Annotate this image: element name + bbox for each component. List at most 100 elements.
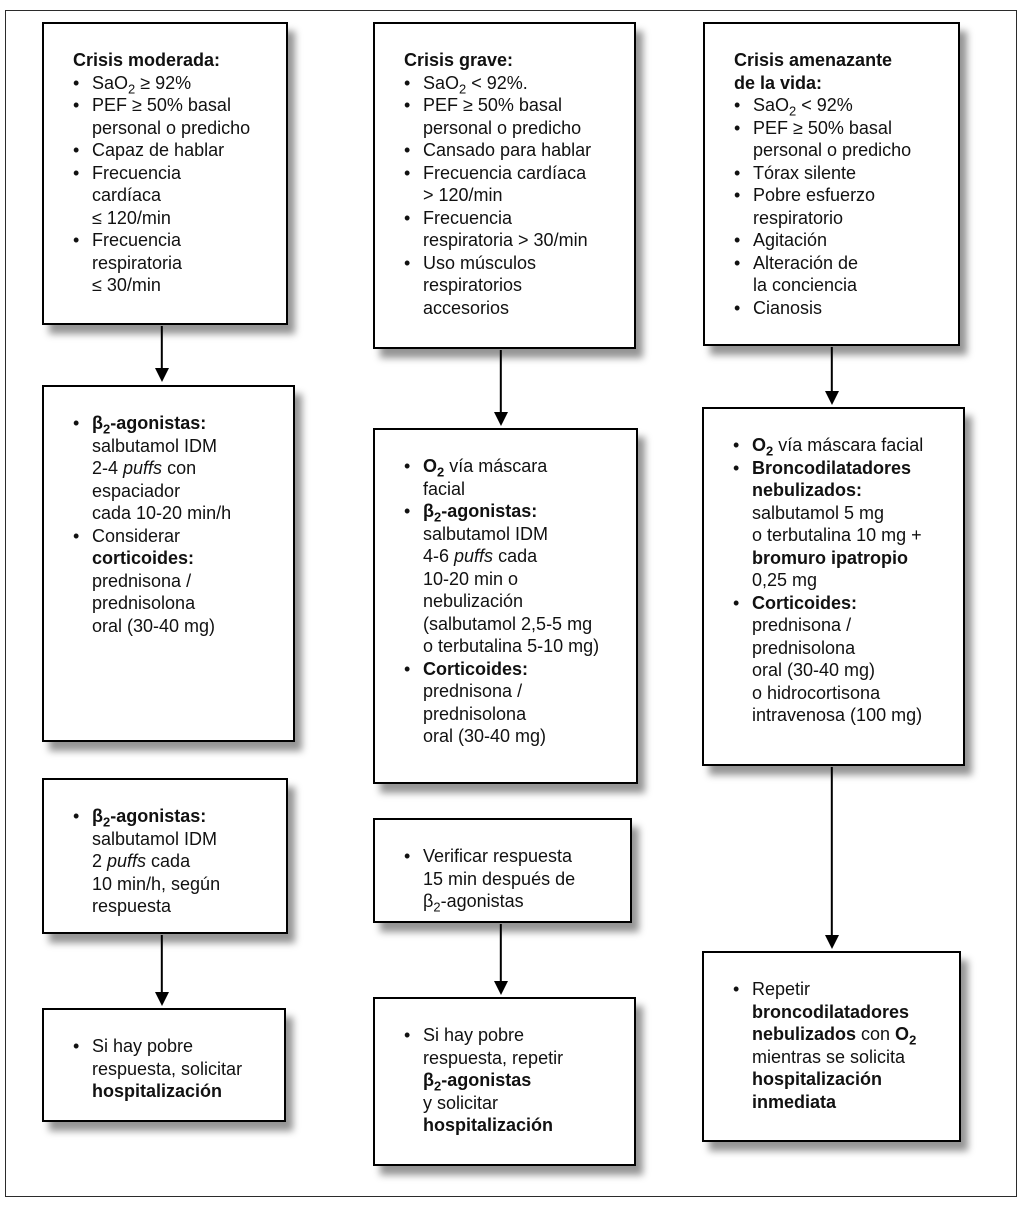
text-segment: β xyxy=(92,806,103,826)
text-segment: hospitalización xyxy=(423,1115,554,1135)
box-title-line: Crisis moderada: xyxy=(73,49,276,72)
box-text-line: > 120/min xyxy=(404,184,624,207)
text-segment: o terbutalina 10 mg + xyxy=(752,525,922,545)
box-text-line: salbutamol IDM xyxy=(73,435,283,458)
text-segment: Corticoides: xyxy=(423,658,529,679)
text-segment: salbutamol IDM xyxy=(92,828,218,849)
arrowhead-down-icon xyxy=(155,992,169,1006)
box-text-line: •Cansado para hablar xyxy=(404,139,624,162)
text-segment: facial xyxy=(423,478,466,499)
text-segment: Pobre esfuerzo xyxy=(753,185,876,205)
box-text-line: facial xyxy=(404,478,626,501)
box-text-line: β2-agonistas xyxy=(404,890,620,914)
box-text-line: mientras se solicita xyxy=(733,1046,949,1069)
text-segment: prednisolona xyxy=(423,703,527,724)
text-segment: Frecuencia xyxy=(92,230,182,250)
down-arrow-moderada-1 xyxy=(154,326,170,382)
bullet-marker: • xyxy=(733,435,740,455)
text-segment: O xyxy=(895,1024,910,1044)
box-text-line: •β2-agonistas: xyxy=(404,500,626,524)
text-segment: 0,25 mg xyxy=(752,570,818,590)
box-text-line: la conciencia xyxy=(734,274,948,297)
text-segment: oral (30-40 mg) xyxy=(92,615,216,636)
text-segment: personal o predicho xyxy=(753,140,912,160)
text-segment: cada xyxy=(146,851,191,871)
text-segment: < 92%. xyxy=(466,72,528,93)
text-segment: Crisis moderada: xyxy=(73,50,221,70)
text-segment: Capaz de hablar xyxy=(92,140,225,160)
box-text-line: •Frecuencia xyxy=(73,162,276,185)
down-arrow-grave-2 xyxy=(493,924,509,995)
arrow-shaft xyxy=(499,924,503,986)
text-segment: ≤ 30/min xyxy=(92,275,161,295)
box-text-line: personal o predicho xyxy=(73,117,276,140)
bullet-marker: • xyxy=(734,185,741,205)
bullet-marker: • xyxy=(734,117,741,138)
text-segment: oral (30-40 mg) xyxy=(752,660,876,680)
text-segment: accesorios xyxy=(423,297,510,318)
box-text-line: prednisona / xyxy=(73,570,283,593)
text-segment: mientras se solicita xyxy=(752,1046,906,1067)
box-text-line: nebulizados: xyxy=(733,479,953,502)
text-segment: salbutamol IDM xyxy=(92,435,218,456)
text-segment: Repetir xyxy=(752,979,811,999)
box-text-line: • Pobre esfuerzo xyxy=(734,184,948,207)
box-text-line: salbutamol 5 mg xyxy=(733,502,953,525)
box-text-line: •Cianosis xyxy=(734,297,948,320)
arrow-shaft xyxy=(830,767,834,940)
text-segment: puffs xyxy=(123,458,163,478)
text-segment: Frecuencia xyxy=(92,162,182,183)
box-text-line: oral (30-40 mg) xyxy=(733,659,953,682)
text-segment: respuesta, solicitar xyxy=(92,1058,243,1079)
text-segment: (salbutamol 2,5-5 mg xyxy=(423,613,593,634)
text-segment: personal o predicho xyxy=(92,117,251,138)
text-segment: β xyxy=(423,501,434,521)
box-text-line: •O2 vía máscara facial xyxy=(733,434,953,458)
bullet-marker: • xyxy=(73,525,80,546)
box-text-line: cada 10-20 min/h xyxy=(73,502,283,525)
box-text-line: •Repetir xyxy=(733,978,949,1001)
down-arrow-amenazante-1 xyxy=(824,347,840,405)
text-segment: Frecuencia cardíaca xyxy=(423,162,587,183)
box-text-line: respiratorios xyxy=(404,274,624,297)
text-segment: β xyxy=(423,891,434,911)
box-text-line: •Uso músculos xyxy=(404,252,624,275)
text-segment: hospitalización xyxy=(752,1069,883,1089)
text-segment: -agonistas xyxy=(440,891,524,911)
box-text-line: inmediata xyxy=(733,1091,949,1114)
text-segment: o terbutalina 5-10 mg) xyxy=(423,636,600,656)
box-text-line: •Frecuencia cardíaca xyxy=(404,162,624,185)
down-arrow-amenazante-2 xyxy=(824,767,840,949)
bullet-marker: • xyxy=(734,252,741,273)
text-segment: PEF ≥ 50% basal xyxy=(423,95,562,115)
box-text-line: respuesta, repetir xyxy=(404,1047,624,1070)
box-text-line: o terbutalina 10 mg + xyxy=(733,524,953,547)
box-text-line: o terbutalina 5-10 mg) xyxy=(404,635,626,658)
box-text-line: salbutamol IDM xyxy=(73,828,276,851)
box-text-line: •Capaz de hablar xyxy=(73,139,276,162)
box-text-line: •Si hay pobre xyxy=(73,1035,274,1058)
text-segment: -agonistas: xyxy=(110,806,207,826)
arrow-shaft xyxy=(499,350,503,417)
text-segment: con xyxy=(162,458,197,478)
bullet-marker: • xyxy=(404,846,411,866)
text-segment: -agonistas xyxy=(441,1070,532,1090)
bullet-marker: • xyxy=(734,230,741,250)
bullet-marker: • xyxy=(73,1036,80,1056)
box-text-line: oral (30-40 mg) xyxy=(73,615,283,638)
box-text-line: respuesta xyxy=(73,895,276,918)
box-text-line: •O2 vía máscara xyxy=(404,455,626,479)
box-text-line: prednisolona xyxy=(404,703,626,726)
box-text-line: •β2-agonistas: xyxy=(73,412,283,436)
box-text-line: o hidrocortisona xyxy=(733,682,953,705)
box-text-line: prednisona / xyxy=(404,680,626,703)
text-segment: Crisis amenazante xyxy=(734,50,893,70)
text-segment: la conciencia xyxy=(753,275,858,295)
bullet-marker: • xyxy=(404,456,411,476)
box-crisis-moderada: Crisis moderada:•SaO2 ≥ 92%•PEF ≥ 50% ba… xyxy=(42,22,288,325)
